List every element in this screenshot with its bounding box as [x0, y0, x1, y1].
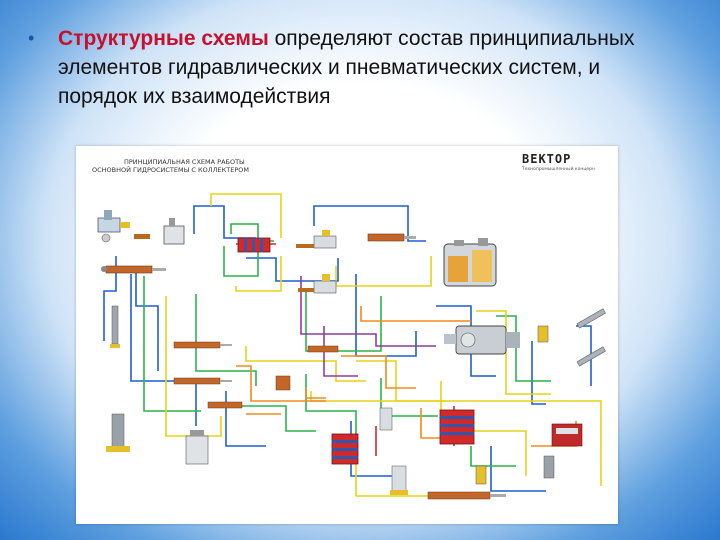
distributor-block-right [439, 409, 475, 445]
valve-right-upper [537, 325, 549, 343]
motor-top-center [296, 230, 337, 249]
cylinder-bottom [427, 491, 506, 500]
cylinder-center-1 [307, 345, 339, 353]
keyword-structural-schemes: Структурные схемы [58, 27, 269, 50]
bullet-text: Структурные схемы определяют состав прин… [58, 24, 658, 111]
pump-lower-left [106, 413, 130, 452]
valve-bottom-right [475, 465, 487, 485]
control-box-right [551, 423, 583, 447]
pump-bottom-center [390, 465, 408, 495]
oil-tank [443, 238, 497, 287]
diagram-title-line2: ОСНОВНОЙ ГИДРОСИСТЕМЫ С КОЛЛЕКТЕРОМ [92, 165, 249, 174]
cylinder-left-2 [173, 377, 232, 385]
cylinder-right-lower [576, 346, 606, 367]
pump-top-left [97, 210, 150, 243]
engine-unit [444, 325, 520, 355]
vector-logo-subtitle: Технопромышленный концерн [521, 165, 595, 172]
pipes-green [143, 223, 551, 467]
diagram-title-line1: ПРИНЦИПИАЛЬНАЯ СХЕМА РАБОТЫ [124, 158, 245, 166]
cylinder-top-right [367, 233, 416, 242]
tank-center-top [163, 218, 185, 245]
filter-lower-left [185, 430, 209, 465]
distributor-block-center [331, 433, 359, 465]
valve-center [275, 375, 291, 391]
vector-logo: ВЕКТОР [522, 152, 571, 166]
cylinder-left-1 [173, 341, 232, 349]
motor-mid-center [298, 274, 337, 294]
pump-right-lower [543, 455, 555, 479]
cylinder-right-upper [576, 308, 606, 329]
bullet-body: определяют состав принципиальных элемент… [58, 27, 635, 108]
pipes-purple [300, 276, 436, 377]
pipe-network [103, 193, 602, 497]
bullet-marker: • [28, 28, 35, 48]
filter-center [379, 407, 393, 431]
components [97, 210, 606, 500]
cylinder-center-2 [207, 401, 243, 409]
hydraulic-schematic: ПРИНЦИПИАЛЬНАЯ СХЕМА РАБОТЫ ОСНОВНОЙ ГИД… [76, 146, 618, 524]
cylinder-left-vertical [110, 305, 120, 348]
cylinder-top-left [101, 265, 166, 274]
distributor-block-top [237, 237, 271, 253]
